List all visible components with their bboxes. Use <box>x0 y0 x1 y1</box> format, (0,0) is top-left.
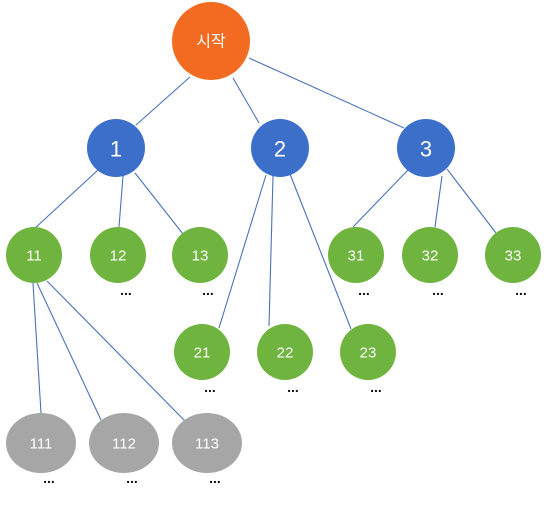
node-label-n21: 21 <box>194 345 211 362</box>
node-label-n31: 31 <box>348 248 365 265</box>
ellipsis-n21: ... <box>204 379 216 395</box>
node-shape-n112 <box>89 413 159 473</box>
node-shape-n23 <box>340 324 396 380</box>
edge-n2-to-n21 <box>218 174 267 329</box>
ellipsis-n113: ... <box>209 470 221 486</box>
node-label-n1: 1 <box>110 137 122 162</box>
node-shape-n31 <box>328 227 384 283</box>
edge-n2-to-n22 <box>268 175 274 327</box>
node-n22: 22... <box>257 324 313 395</box>
ellipsis-n111: ... <box>43 470 55 486</box>
edge-root-to-n2 <box>232 77 260 124</box>
node-shape-n22 <box>257 324 313 380</box>
edge-root-to-n1 <box>135 76 191 126</box>
edge-root-to-n3 <box>248 57 405 129</box>
node-label-n111: 111 <box>30 436 53 453</box>
node-label-n3: 3 <box>420 137 432 162</box>
ellipsis-n13: ... <box>202 282 214 298</box>
edge-n2-to-n23 <box>289 173 352 330</box>
edge-n1-to-n11 <box>33 169 99 230</box>
edge-n11-to-n111 <box>32 282 42 414</box>
node-shape-n113 <box>172 413 242 473</box>
node-label-n33: 33 <box>505 248 522 265</box>
edge-n11-to-n113 <box>46 280 186 422</box>
node-n12: 12... <box>90 227 146 298</box>
node-shape-n32 <box>402 227 458 283</box>
node-shape-root <box>172 2 250 80</box>
node-n113: 113... <box>172 413 242 486</box>
node-label-n11: 11 <box>26 248 42 265</box>
node-label-n32: 32 <box>422 248 439 265</box>
node-root: 시작 <box>172 2 250 80</box>
ellipsis-n32: ... <box>432 282 444 298</box>
edge-n1-to-n12 <box>118 175 124 228</box>
node-label-root: 시작 <box>196 33 226 51</box>
edge-n1-to-n13 <box>134 172 184 235</box>
node-n32: 32... <box>402 227 458 298</box>
edge-n3-to-n32 <box>434 175 443 228</box>
node-n13: 13... <box>172 227 228 298</box>
ellipsis-n23: ... <box>370 379 382 395</box>
node-shape-n12 <box>90 227 146 283</box>
ellipsis-n22: ... <box>287 379 299 395</box>
node-n112: 112... <box>89 413 159 486</box>
node-n21: 21... <box>174 324 230 395</box>
node-label-n23: 23 <box>360 345 377 362</box>
node-shape-n13 <box>172 227 228 283</box>
node-shape-n3 <box>397 119 455 177</box>
node-label-n112: 112 <box>112 436 136 453</box>
edge-n3-to-n31 <box>352 169 409 228</box>
node-n2: 2 <box>251 119 309 177</box>
node-shape-n111 <box>6 413 76 473</box>
node-n111: 111... <box>6 413 76 486</box>
node-shape-n33 <box>485 227 541 283</box>
tree-edges <box>32 57 497 422</box>
node-label-n2: 2 <box>274 137 286 162</box>
node-n31: 31... <box>328 227 384 298</box>
node-label-n12: 12 <box>110 248 127 265</box>
node-shape-n2 <box>251 119 309 177</box>
node-shape-n11 <box>6 227 62 283</box>
edge-n3-to-n33 <box>446 168 497 234</box>
node-shape-n21 <box>174 324 230 380</box>
node-shape-n1 <box>87 119 145 177</box>
node-n33: 33... <box>485 227 541 298</box>
ellipsis-n12: ... <box>120 282 132 298</box>
ellipsis-n112: ... <box>126 470 138 486</box>
node-label-n113: 113 <box>195 436 219 453</box>
node-n3: 3 <box>397 119 455 177</box>
node-n23: 23... <box>340 324 396 395</box>
node-label-n13: 13 <box>192 248 209 265</box>
ellipsis-n33: ... <box>515 282 527 298</box>
ellipsis-n31: ... <box>358 282 370 298</box>
edge-n11-to-n112 <box>36 282 102 421</box>
node-n1: 1 <box>87 119 145 177</box>
node-label-n22: 22 <box>277 345 294 362</box>
node-n11: 11 <box>6 227 62 283</box>
